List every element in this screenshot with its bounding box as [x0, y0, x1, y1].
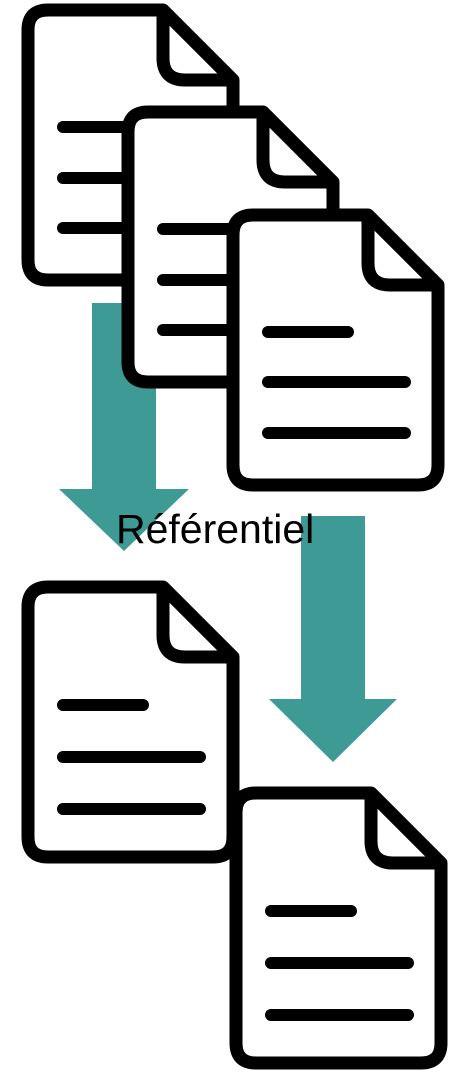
arrow-down-icon	[269, 516, 397, 762]
arrow-down-icon	[59, 303, 189, 551]
document-icon	[229, 786, 448, 1070]
referentiel-label: Référentiel	[116, 506, 315, 552]
document-icon	[226, 208, 445, 492]
document-icon	[21, 580, 240, 864]
